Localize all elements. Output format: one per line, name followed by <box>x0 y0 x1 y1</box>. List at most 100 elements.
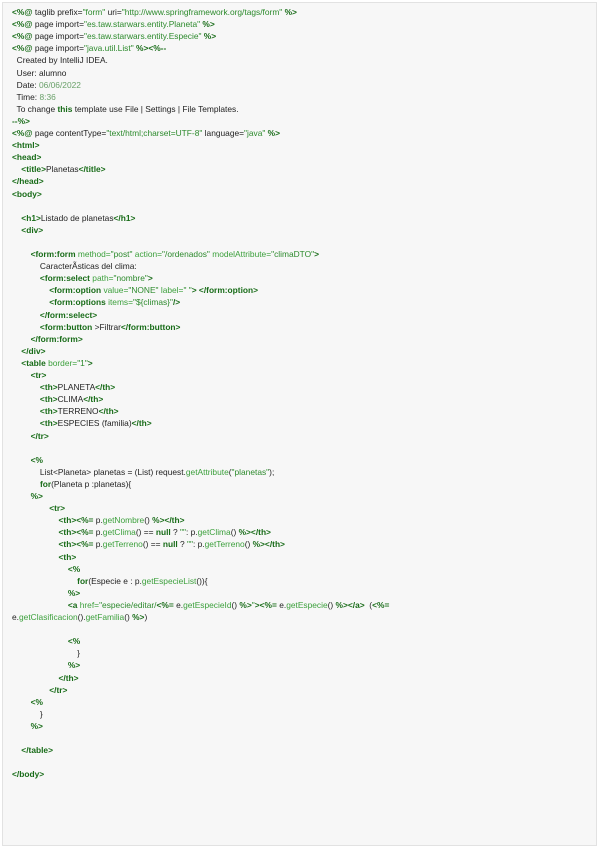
code-token: "http://www.springframework.org/tags/for… <box>121 7 283 17</box>
code-token: e. <box>12 612 19 622</box>
code-token: for <box>39 478 52 489</box>
code-token: </th> <box>83 394 104 405</box>
code-token: "nombre" <box>113 273 148 284</box>
code-token: %> <box>132 612 145 622</box>
code-line: <% <box>12 564 596 575</box>
code-token: action= <box>132 249 163 259</box>
code-line: <h1>Listado de planetas</h1> <box>12 213 596 224</box>
code-token: <html> <box>12 140 40 151</box>
code-line: </head> <box>12 176 596 187</box>
code-token: <th> <box>12 418 58 429</box>
code-token <box>12 576 77 586</box>
code-token: page import= <box>34 43 84 54</box>
code-token: <head> <box>12 152 42 163</box>
code-token: <%= <box>156 599 177 610</box>
code-token: %> <box>12 660 81 671</box>
code-line: %> <box>12 660 596 671</box>
code-token: null <box>162 539 178 550</box>
code-token: <%= <box>372 599 390 610</box>
code-token: %> <box>201 31 217 42</box>
code-token: CaracterÃ­sticas del clima: <box>12 261 137 272</box>
code-token: () <box>231 599 240 610</box>
code-token: <%@ <box>12 31 35 42</box>
code-token: %></th> <box>252 539 285 550</box>
code-token: > <box>87 357 93 368</box>
code-token: this <box>57 103 73 114</box>
code-line: e.getClasificacion().getFamilia() %>) <box>12 612 596 623</box>
code-token: %></th> <box>238 527 271 538</box>
code-token: <th> <box>12 394 58 405</box>
code-token: template use File | Settings | File Temp… <box>72 103 239 114</box>
code-token: TERRENO <box>57 406 99 417</box>
code-line: Date: 06/06/2022 <box>12 80 596 91</box>
code-token: null <box>155 527 171 538</box>
code-token: page import= <box>34 31 84 42</box>
code-token: %> <box>12 587 81 598</box>
code-token: </div> <box>12 345 46 356</box>
code-token: > <box>314 249 320 259</box>
code-token: <a <box>12 599 80 610</box>
code-line: <form:form method="post" action="/ordena… <box>12 249 596 260</box>
code-line: </div> <box>12 346 596 357</box>
code-line: </body> <box>12 769 596 780</box>
code-token: " <box>251 599 255 610</box>
code-token: %><%-- <box>133 43 167 54</box>
code-token: () <box>327 599 336 610</box>
code-token: Listado de planetas <box>40 212 114 223</box>
code-token: : p. <box>193 539 205 550</box>
code-token: ? <box>177 539 188 550</box>
code-token: e. <box>176 599 184 610</box>
code-line: User: alumno <box>12 68 596 79</box>
code-token: <div> <box>12 224 44 235</box>
code-line: <th><%= p.getNombre() %></th> <box>12 515 596 526</box>
code-token: <th> <box>12 551 77 562</box>
code-token: "climaDTO" <box>271 249 315 259</box>
code-token: Time: <box>12 91 40 102</box>
code-line: </th> <box>12 673 596 684</box>
code-line: for(Especie e : p.getEspecieList()){ <box>12 576 596 587</box>
code-token: <% <box>12 696 43 707</box>
code-token: 06/06/2022 <box>39 79 81 90</box>
code-token: <%@ <box>12 7 35 17</box>
code-token: () <box>230 527 239 538</box>
code-token: ) <box>144 612 148 622</box>
code-token: </table> <box>12 745 53 756</box>
code-line: <form:option value="NONE" label=" "> </f… <box>12 285 596 296</box>
code-line: <title>Planetas</title> <box>12 164 596 175</box>
code-token: modelAttribute= <box>209 249 272 259</box>
code-token: </tr> <box>12 684 68 695</box>
code-token: getEspecieList <box>141 575 197 586</box>
code-token: } <box>12 708 43 719</box>
code-token: "post" <box>110 249 133 259</box>
code-token: %> <box>265 128 281 138</box>
code-line: <%@ page import="java.util.List" %><%-- <box>12 43 596 54</box>
code-line: </tr> <box>12 431 596 442</box>
code-token: <form:option <box>12 285 104 296</box>
code-token: <% <box>12 454 43 465</box>
code-line: List<Planeta> planetas = (List) request.… <box>12 467 596 478</box>
code-token: getClasificacion <box>19 612 78 622</box>
code-token: <form:options <box>12 297 109 308</box>
code-line: </table> <box>12 745 596 756</box>
code-token: </th> <box>131 418 152 429</box>
code-token: <% <box>12 563 81 574</box>
code-token: ()){ <box>196 575 208 586</box>
code-token: >Filtrar <box>94 321 121 332</box>
code-token: path= <box>92 273 114 284</box>
code-line: <form:button >Filtrar</form:button> <box>12 322 596 333</box>
code-token: "java" <box>244 128 266 138</box>
code-token: </form:form> <box>12 333 83 344</box>
code-token: (Planeta p :planetas){ <box>51 478 132 489</box>
code-token: %> <box>12 720 43 731</box>
code-line: <table border="1"> <box>12 358 596 369</box>
code-token: --%> <box>12 115 30 126</box>
code-token: getEspecieId <box>183 599 232 610</box>
code-line: %> <box>12 721 596 732</box>
code-token: PLANETA <box>57 382 96 393</box>
code-token: () <box>244 539 253 550</box>
code-token: ? <box>170 527 181 538</box>
code-token: <th> <box>12 406 58 417</box>
code-token: </th> <box>95 382 116 393</box>
code-token: taglib prefix= <box>34 7 83 17</box>
